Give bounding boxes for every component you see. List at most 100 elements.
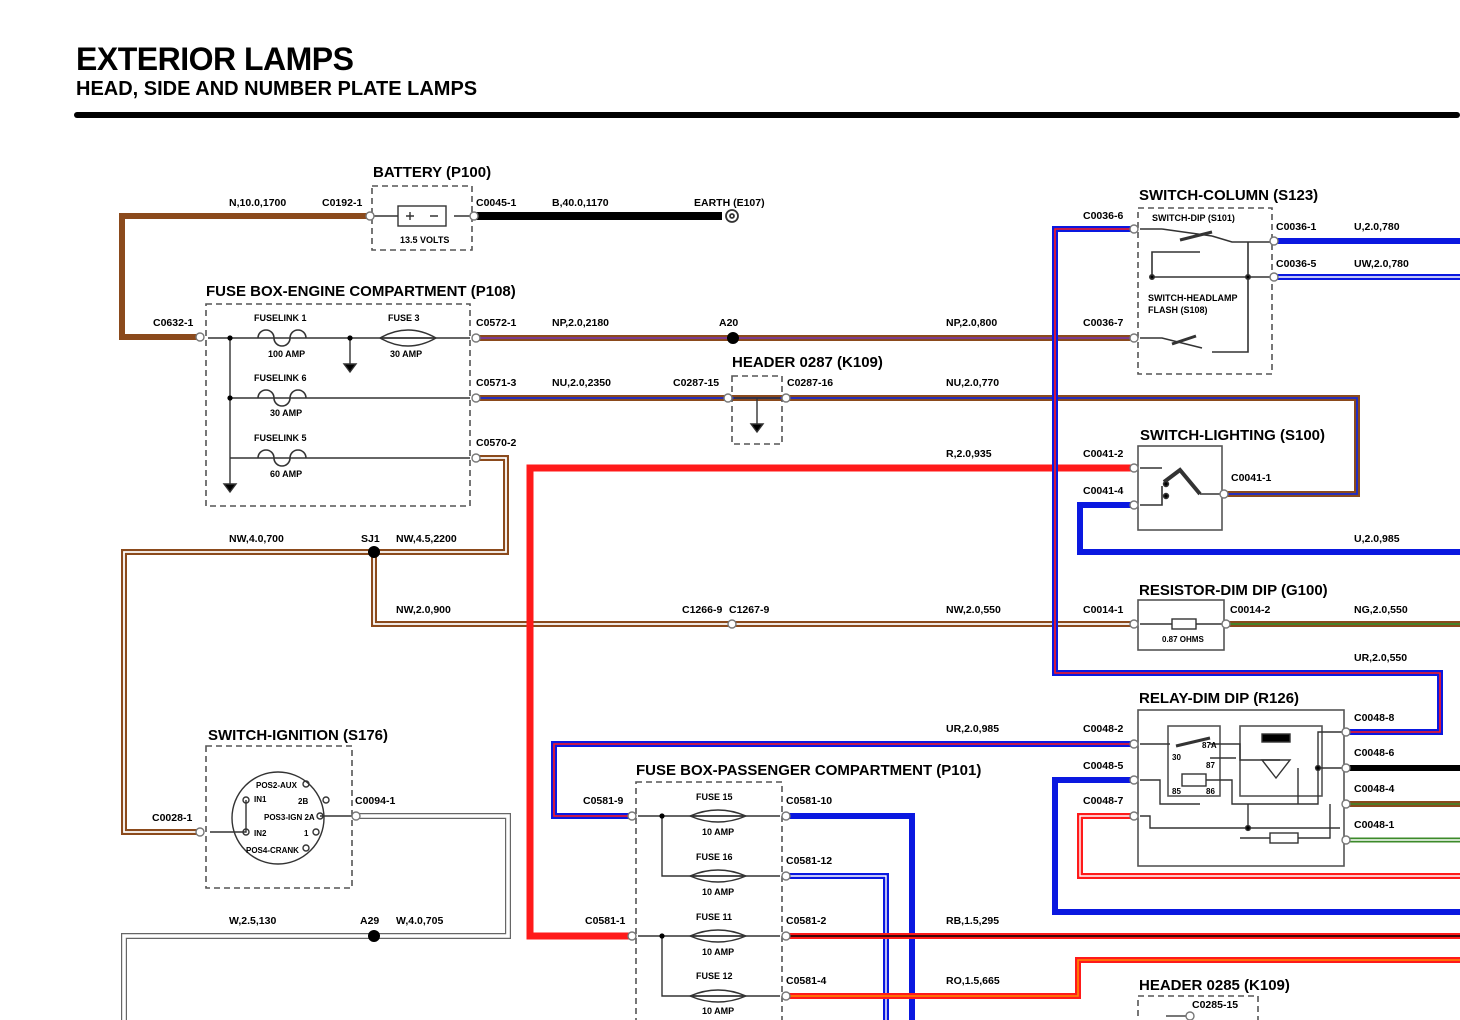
title-rule: [74, 112, 1460, 118]
fuse-box-engine-box: [205, 303, 471, 507]
fuse12-label: FUSE 12: [696, 971, 733, 981]
wire-label-u-780: U,2.0,780: [1354, 221, 1400, 233]
fuse12-rating: 10 AMP: [702, 1006, 734, 1016]
junctions: [227, 332, 739, 942]
resistor-rating: 0.87 OHMS: [1162, 635, 1204, 644]
wire-label-np-2180: NP,2.0,2180: [552, 317, 609, 329]
connector-c0581-9: C0581-9: [583, 795, 623, 807]
header-0287-title: HEADER 0287 (K109): [732, 354, 883, 371]
wire-label-nw-900: NW,2.0,900: [396, 604, 451, 616]
wire-nu: [476, 395, 1360, 497]
connector-c0048-4: C0048-4: [1354, 783, 1394, 795]
ignition-in2: IN2: [254, 829, 267, 838]
resistor-internal: [1140, 618, 1226, 630]
connector-c0632-1: C0632-1: [153, 317, 193, 329]
switch-lighting-box: [1137, 445, 1223, 531]
fuse3-rating: 30 AMP: [390, 349, 422, 359]
resistor-title: RESISTOR-DIM DIP (G100): [1139, 582, 1328, 599]
wire-r-935: [526, 464, 1132, 940]
wire-relay-blue: [1052, 777, 1460, 915]
connector-c0570-2: C0570-2: [476, 437, 516, 449]
battery-title: BATTERY (P100): [373, 164, 491, 181]
header-0285-title: HEADER 0285 (K109): [1139, 977, 1290, 994]
wire-label-rb-295: RB,1.5,295: [946, 915, 999, 927]
connector-c0094-1: C0094-1: [355, 795, 395, 807]
page-title: EXTERIOR LAMPS: [76, 41, 354, 77]
fuse3-label: FUSE 3: [388, 313, 420, 323]
connector-c0041-1: C0041-1: [1231, 472, 1271, 484]
wire-label-ng-550: NG,2.0,550: [1354, 604, 1408, 616]
connector-c0048-6: C0048-6: [1354, 747, 1394, 759]
relay-title: RELAY-DIM DIP (R126): [1139, 690, 1299, 707]
relay-pin-30: 30: [1172, 753, 1181, 762]
relay-pin-87a: 87A: [1202, 741, 1217, 750]
battery-symbol: [374, 205, 470, 227]
ignition-in1: IN1: [254, 795, 267, 804]
wire-label-ur-550: UR,2.0,550: [1354, 652, 1407, 664]
connector-c0048-2: C0048-2: [1083, 723, 1123, 735]
switch-ignition-box: [205, 745, 353, 889]
wire-label-nu-2350: NU,2.0,2350: [552, 377, 611, 389]
switch-lighting-internal: [1140, 467, 1220, 506]
ignition-pos2: POS2-AUX: [256, 781, 298, 790]
wire-label-uw-780: UW,2.0,780: [1354, 258, 1409, 270]
connector-c0036-6: C0036-6: [1083, 210, 1123, 222]
wire-n-10: [119, 213, 370, 340]
connector-c0014-1: C0014-1: [1083, 604, 1123, 616]
wire-relay-red: [1077, 813, 1460, 879]
relay-box: [1137, 709, 1345, 867]
splice-a29: [368, 930, 380, 942]
connector-c0581-4: C0581-4: [786, 975, 826, 987]
connector-c0036-1: C0036-1: [1276, 221, 1316, 233]
connector-c0048-8: C0048-8: [1354, 712, 1394, 724]
connector-pins: [195, 211, 1351, 1020]
connector-c0581-1: C0581-1: [585, 915, 625, 927]
connector-c0014-2: C0014-2: [1230, 604, 1270, 616]
connector-c0581-12: C0581-12: [786, 855, 832, 867]
connector-c0285-15: C0285-15: [1192, 999, 1238, 1011]
wire-u-985: [1077, 502, 1460, 555]
header-0287-box: [731, 375, 783, 445]
earth-terminal: [725, 209, 739, 223]
wire-label-nw-700: NW,4.0,700: [229, 533, 284, 545]
wire-nw-2200: [121, 455, 509, 835]
wire-label-n-10: N,10.0,1700: [229, 197, 286, 209]
earth-label: EARTH (E107): [694, 197, 765, 209]
ignition-1: 1: [304, 829, 309, 838]
fuselink6-rating: 30 AMP: [270, 408, 302, 418]
page-subtitle: HEAD, SIDE AND NUMBER PLATE LAMPS: [76, 78, 478, 100]
connector-c1266-9: C1266-9: [682, 604, 722, 616]
switch-dip-label: SWITCH-DIP (S101): [1152, 213, 1235, 223]
wire-label-w-705: W,4.0,705: [396, 915, 443, 927]
switch-lighting-title: SWITCH-LIGHTING (S100): [1140, 427, 1325, 444]
fuse-box-engine-internal: [208, 329, 470, 494]
ignition-pos4: POS4-CRANK: [246, 846, 299, 855]
splice-sj1-label: SJ1: [361, 533, 380, 545]
splice-a20-label: A20: [719, 317, 738, 329]
connector-c0571-3: C0571-3: [476, 377, 516, 389]
connector-c1267-9: C1267-9: [729, 604, 769, 616]
connector-c0287-15: C0287-15: [673, 377, 719, 389]
wire-label-nw-2200: NW,4.5,2200: [396, 533, 457, 545]
switch-flash-label-2: FLASH (S108): [1148, 305, 1208, 315]
fuselink1-label: FUSELINK 1: [254, 313, 307, 323]
connector-c0036-5: C0036-5: [1276, 258, 1316, 270]
relay-pin-87: 87: [1206, 761, 1215, 770]
connector-c0028-1: C0028-1: [152, 812, 192, 824]
fuselink1-rating: 100 AMP: [268, 349, 305, 359]
connector-c0572-1: C0572-1: [476, 317, 516, 329]
wire-label-nu-770: NU,2.0,770: [946, 377, 999, 389]
connector-c0041-4: C0041-4: [1083, 485, 1123, 497]
component-outlines: [205, 185, 1345, 1020]
ignition-2b: 2B: [298, 797, 308, 806]
fuse16-rating: 10 AMP: [702, 887, 734, 897]
wires: [119, 212, 1460, 1020]
switch-ignition-internal: [210, 771, 352, 865]
fuselink5-rating: 60 AMP: [270, 469, 302, 479]
fuselink6-label: FUSELINK 6: [254, 373, 307, 383]
wire-label-r-935: R,2.0,935: [946, 448, 992, 460]
fuse-box-passenger-internal: [638, 809, 780, 1003]
splice-sj1: [368, 546, 380, 558]
connector-c0048-5: C0048-5: [1083, 760, 1123, 772]
relay-pin-85: 85: [1172, 787, 1181, 796]
